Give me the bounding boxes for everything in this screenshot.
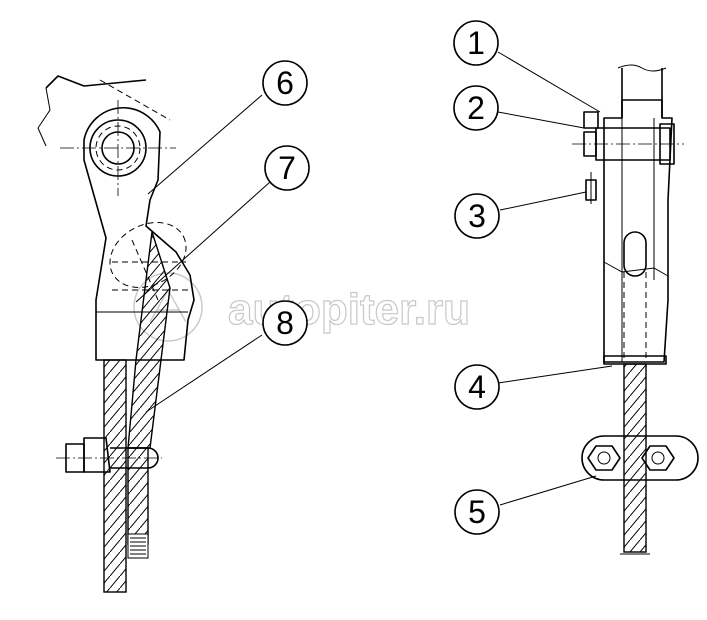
bracket-break-line: [37, 87, 51, 147]
clevis-step: [603, 261, 669, 277]
leader-8: [145, 334, 263, 413]
callout-6-label: 6: [276, 65, 294, 101]
leader-1: [497, 51, 601, 113]
callout-4-label: 4: [468, 369, 486, 405]
clamp-nut-left: [587, 445, 621, 471]
callout-1-label: 1: [467, 25, 485, 61]
callout-5-label: 5: [468, 494, 486, 530]
lever-body: [83, 106, 195, 361]
rope-tail-end-hatching: [130, 537, 146, 555]
callout-7: 7: [264, 145, 310, 191]
callout-5: 5: [454, 489, 500, 535]
upper-bar: [621, 68, 663, 118]
main-rope: [103, 359, 127, 593]
callout-8: 8: [262, 300, 308, 346]
leader-5: [499, 475, 597, 506]
callout-1: 1: [453, 20, 499, 66]
cotter-top: [583, 111, 599, 129]
callout-2-label: 2: [467, 90, 485, 126]
rope-clamp-plate: [581, 435, 699, 481]
leader-4: [497, 365, 613, 384]
leader-3: [499, 191, 587, 211]
callout-6: 6: [262, 60, 308, 106]
rope-tail: [127, 447, 149, 545]
leader-2: [497, 111, 585, 129]
clamp-nut-right: [641, 445, 675, 471]
right-rope: [623, 363, 647, 553]
clevis-body: [603, 99, 673, 363]
upper-bar-break-line: [617, 64, 667, 72]
leader-6: [147, 94, 263, 195]
slot: [623, 231, 647, 277]
callout-3-label: 3: [468, 198, 486, 234]
callout-3: 3: [454, 193, 500, 239]
left-assembly-view: 6 7 8: [37, 60, 310, 593]
callout-2: 2: [453, 85, 499, 131]
hidden-rope-lines: [623, 272, 647, 362]
right-assembly-view: 1 2 3 4 5: [453, 20, 699, 555]
inclined-rope: [127, 231, 171, 449]
callout-4: 4: [454, 364, 500, 410]
callout-8-label: 8: [276, 305, 294, 341]
leader-7: [135, 181, 271, 303]
callout-7-label: 7: [278, 150, 296, 186]
bracket-hidden-edge: [99, 79, 171, 121]
bracket-outline: [45, 75, 147, 89]
